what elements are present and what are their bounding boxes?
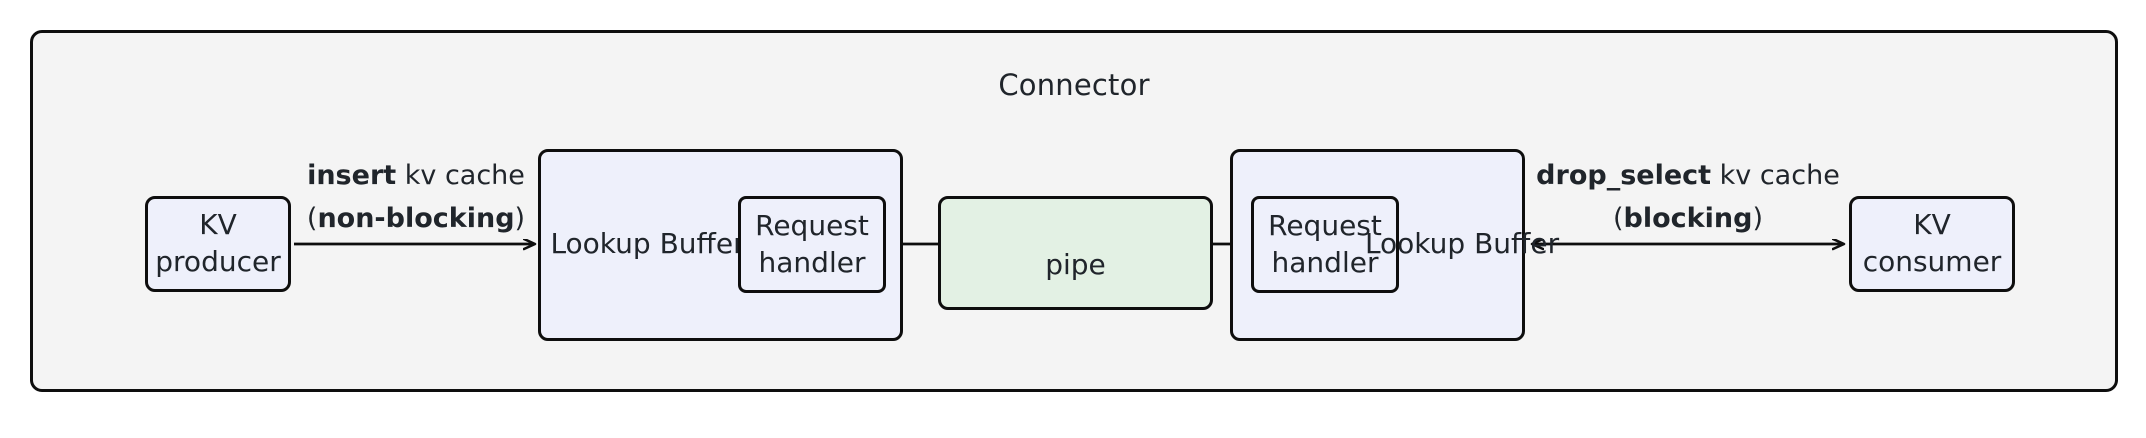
edge-label-insert-mode: non-blocking (317, 202, 515, 234)
edge-label-drop-select-mode: blocking (1623, 202, 1753, 234)
lookup-buffer-right-label: Lookup Buffer (1365, 196, 1559, 293)
node-request-handler-right[interactable]: Request handler (1251, 196, 1399, 293)
kv-consumer-line1: KV (1913, 208, 1951, 242)
lookup-buffer-left-line1: Lookup (550, 227, 651, 261)
edge-label-drop-select-keyword: drop_select (1536, 160, 1712, 191)
node-pipe[interactable] (938, 196, 1213, 310)
edge-label-insert-paren-close: ) (514, 202, 526, 234)
connector-title: Connector (998, 68, 1150, 102)
lookup-buffer-left-line2: Buffer (659, 227, 745, 261)
edge-label-drop-select-line2: (blocking) (1528, 198, 1848, 241)
edge-label-drop-select: drop_select kv cache (blocking) (1528, 155, 1848, 240)
node-kv-producer[interactable]: KV producer (145, 196, 291, 292)
request-handler-left-line1: Request (755, 208, 869, 242)
edge-label-insert-line2: (non-blocking) (295, 198, 537, 241)
kv-consumer-line2: consumer (1862, 245, 2002, 278)
edge-label-insert-rest: kv cache (396, 160, 525, 191)
lookup-buffer-right-line1: Lookup (1364, 227, 1466, 261)
request-handler-right-line2: handler (1271, 245, 1379, 279)
kv-producer-line1: KV (199, 208, 237, 242)
node-kv-consumer[interactable]: KV consumer (1849, 196, 2015, 292)
edge-label-drop-select-rest: kv cache (1711, 160, 1840, 191)
request-handler-left-line2: handler (758, 245, 866, 279)
edge-label-insert-line1: insert kv cache (295, 155, 537, 198)
node-request-handler-left[interactable]: Request handler (738, 196, 886, 293)
edge-label-insert-paren-open: ( (306, 202, 318, 234)
edge-label-drop-select-paren-open: ( (1613, 202, 1624, 234)
edge-label-insert-keyword: insert (307, 160, 397, 191)
edge-label-drop-select-paren-close: ) (1752, 202, 1763, 234)
edge-label-insert: insert kv cache (non-blocking) (295, 155, 537, 240)
edge-label-drop-select-line1: drop_select kv cache (1528, 155, 1848, 198)
lookup-buffer-left-label: Lookup Buffer (550, 196, 744, 293)
request-handler-right-line1: Request (1268, 208, 1382, 242)
kv-producer-line2: producer (155, 245, 281, 278)
pipe-label: pipe (1045, 248, 1106, 281)
lookup-buffer-right-line2: Buffer (1474, 227, 1560, 261)
